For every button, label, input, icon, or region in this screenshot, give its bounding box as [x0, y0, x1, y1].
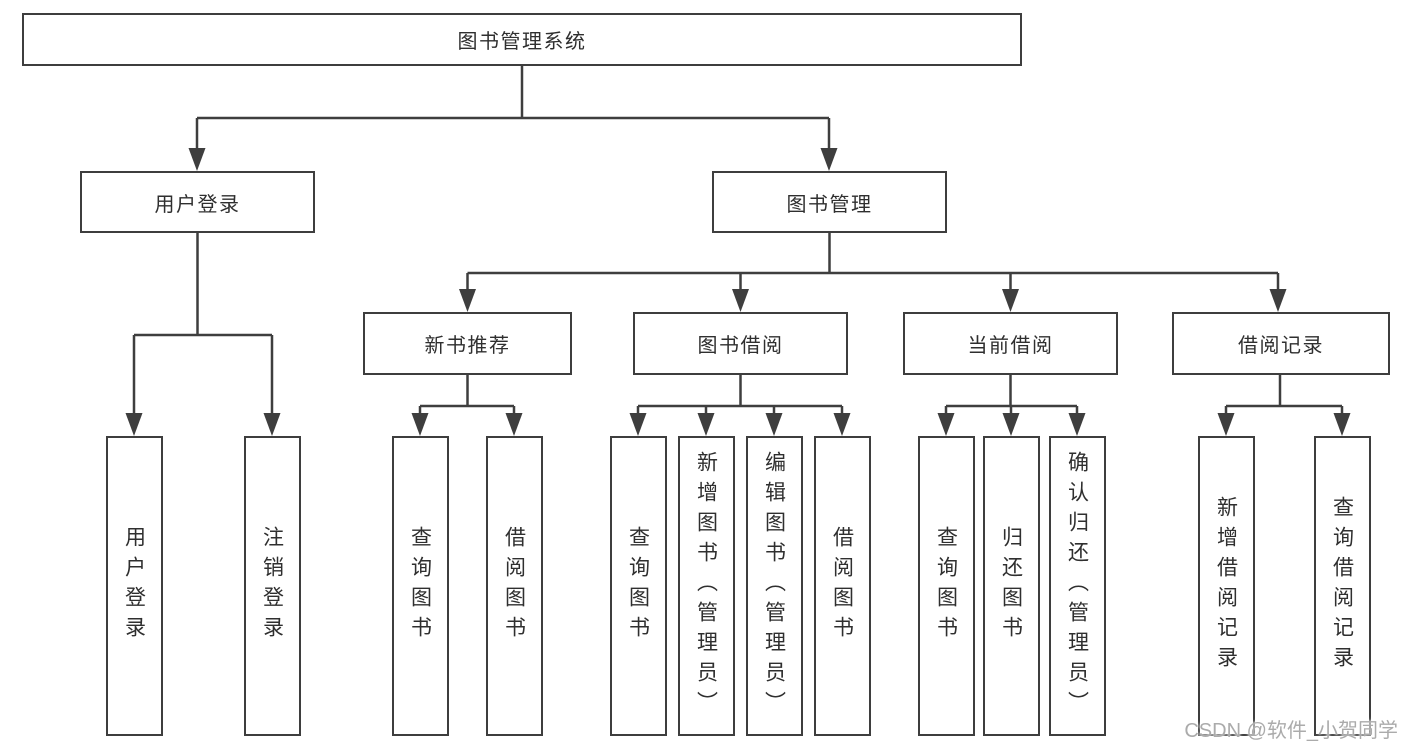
leaf-add-borrow-record: 新增借阅记录: [1197, 436, 1255, 736]
leaf-query-books-recommend-label: 查询图书: [408, 526, 432, 646]
node-book-borrowing: 图书借阅: [633, 312, 848, 375]
leaf-borrow-books: 借阅图书: [813, 436, 871, 736]
node-user-login-module-label: 用户登录: [154, 193, 241, 216]
leaf-logout-label: 注销登录: [260, 526, 284, 646]
node-book-management-module-label: 图书管理: [786, 193, 873, 216]
leaf-query-books-borrow: 查询图书: [609, 436, 667, 736]
leaf-user-login: 用户登录: [105, 436, 163, 736]
leaf-user-login-label: 用户登录: [122, 526, 146, 646]
leaf-add-books-admin-label: 新增图书（管理员）: [694, 451, 718, 721]
node-current-borrowing: 当前借阅: [903, 312, 1118, 375]
node-borrowing-records: 借阅记录: [1172, 312, 1390, 375]
leaf-add-books-admin: 新增图书（管理员）: [677, 436, 735, 736]
node-root-system: 图书管理系统: [22, 13, 1022, 66]
node-borrowing-records-label: 借阅记录: [1238, 335, 1324, 357]
leaf-add-borrow-record-label: 新增借阅记录: [1214, 496, 1238, 676]
leaf-borrow-books-recommend-label: 借阅图书: [502, 526, 526, 646]
leaf-query-borrow-record-label: 查询借阅记录: [1330, 496, 1354, 676]
leaf-query-books-recommend: 查询图书: [391, 436, 449, 736]
leaf-confirm-return-admin: 确认归还（管理员）: [1048, 436, 1106, 736]
leaf-query-borrow-record: 查询借阅记录: [1313, 436, 1371, 736]
node-user-login-module: 用户登录: [80, 171, 315, 233]
csdn-watermark: CSDN @软件_小贺同学: [1184, 720, 1398, 742]
leaf-return-books: 归还图书: [982, 436, 1040, 736]
leaf-edit-books-admin-label: 编辑图书（管理员）: [762, 451, 786, 721]
node-book-management-module: 图书管理: [712, 171, 947, 233]
node-new-book-recommend: 新书推荐: [363, 312, 572, 375]
leaf-confirm-return-admin-label: 确认归还（管理员）: [1065, 451, 1089, 721]
leaf-query-books-current: 查询图书: [917, 436, 975, 736]
node-book-borrowing-label: 图书借阅: [697, 335, 784, 357]
leaf-edit-books-admin: 编辑图书（管理员）: [745, 436, 803, 736]
node-current-borrowing-label: 当前借阅: [967, 335, 1054, 357]
leaf-borrow-books-recommend: 借阅图书: [485, 436, 543, 736]
node-root-system-label: 图书管理系统: [457, 31, 587, 53]
leaf-return-books-label: 归还图书: [999, 526, 1023, 646]
leaf-borrow-books-label: 借阅图书: [830, 526, 854, 646]
leaf-query-books-current-label: 查询图书: [934, 526, 958, 646]
leaf-query-books-borrow-label: 查询图书: [626, 526, 650, 646]
leaf-logout: 注销登录: [243, 436, 301, 736]
node-new-book-recommend-label: 新书推荐: [424, 335, 511, 357]
